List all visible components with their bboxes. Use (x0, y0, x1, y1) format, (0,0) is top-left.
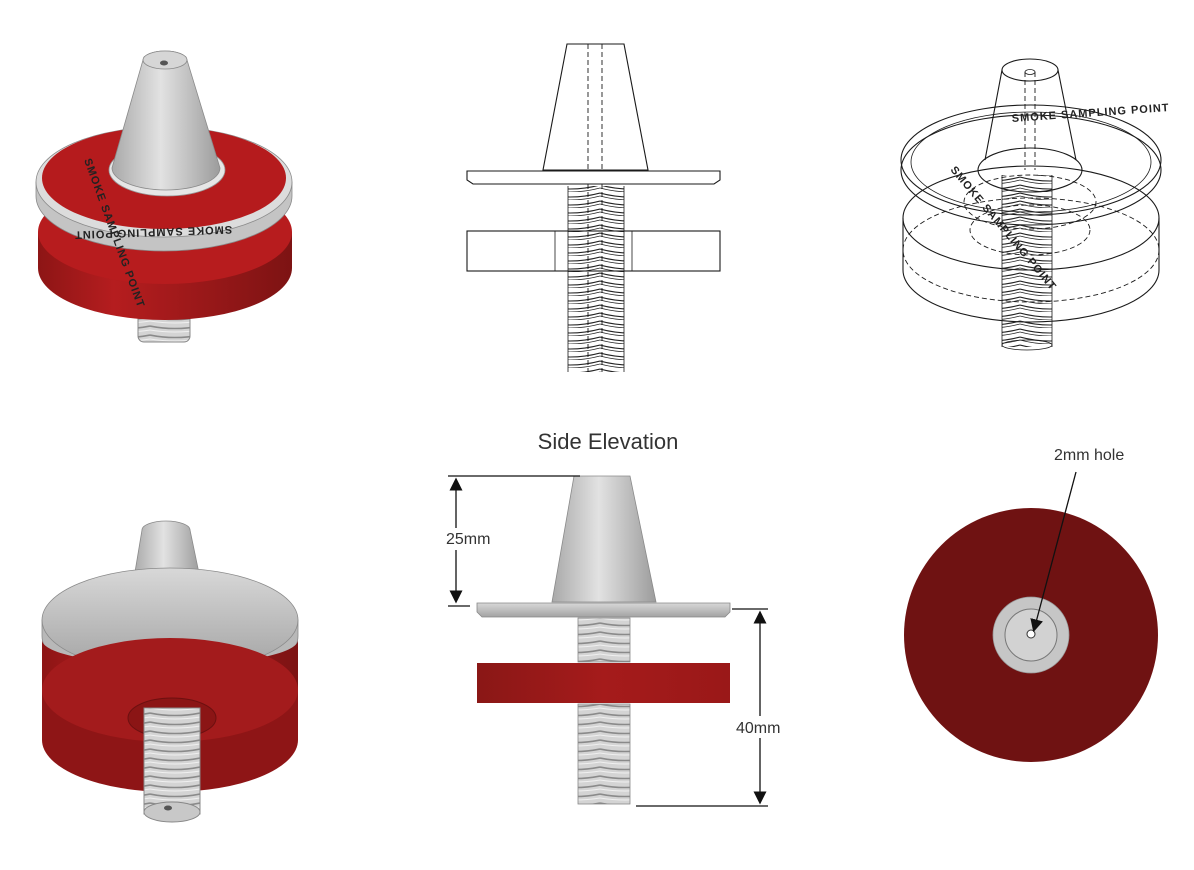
wireframe-iso-view: SMOKE SAMPLING POINT SMOKE SAMPLING POIN… (900, 58, 1170, 351)
line-elevation-view (466, 43, 721, 372)
thread-length-label: 40mm (736, 720, 780, 737)
cone-height-label: 25mm (446, 531, 490, 548)
plan-hole (1026, 629, 1036, 639)
seal-bottom-face (42, 638, 298, 742)
elevation-flange (476, 602, 731, 618)
sampling-hole (160, 60, 168, 66)
iso-top-view: SMOKE SAMPLING POINT SMOKE SAMPLING POIN… (35, 50, 293, 343)
hole-leader-line (1030, 471, 1077, 633)
iso-bottom-view (41, 520, 299, 823)
elevation-seal-washer (477, 663, 730, 703)
elevation-cone (551, 475, 657, 603)
side-elevation: Side Elevation 25mm 40mm (440, 429, 794, 807)
threaded-stud (143, 707, 201, 815)
plan-view: 2mm hole (904, 447, 1158, 762)
cone (111, 50, 221, 191)
hole-label: 2mm hole (1054, 447, 1124, 464)
side-elevation-title: Side Elevation (538, 429, 679, 454)
ring-text-bottom: SMOKE SAMPLING POINT (74, 223, 232, 241)
